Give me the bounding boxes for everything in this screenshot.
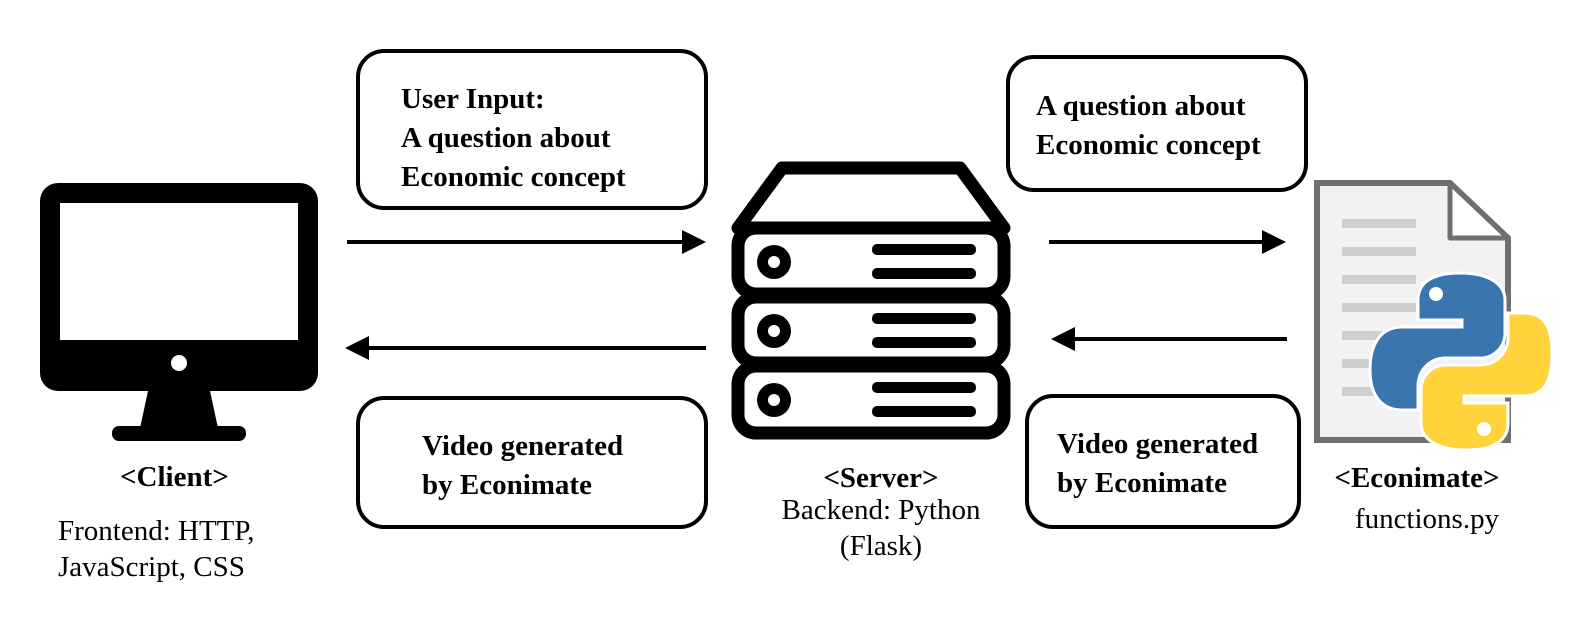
message-box-video-to-client: Video generated by Econimate — [356, 396, 708, 529]
python-logo-icon — [1368, 271, 1554, 452]
message-arrows — [345, 230, 1287, 360]
server-description: Backend: Python (Flask) — [751, 492, 1011, 564]
message-line: A question about — [401, 122, 611, 154]
server-desc-line: Backend: Python — [781, 494, 981, 526]
message-line: Economic concept — [401, 161, 626, 193]
message-box-user-input: User Input: A question about Economic co… — [356, 49, 708, 210]
server-rack-icon — [731, 161, 1011, 440]
client-description: Frontend: HTTP, JavaScript, CSS — [58, 513, 255, 585]
client-title: <Client> — [120, 461, 229, 493]
message-line: Video generated — [422, 430, 624, 462]
python-file-icon — [1314, 180, 1554, 452]
econimate-title: <Econimate> — [1334, 462, 1500, 494]
message-line: by Econimate — [1057, 467, 1227, 499]
message-line: Economic concept — [1036, 129, 1261, 161]
server-title: <Server> — [823, 462, 939, 494]
message-line: Video generated — [1057, 428, 1259, 460]
server-desc-line: (Flask) — [839, 530, 923, 562]
client-desc-line: JavaScript, CSS — [58, 551, 245, 583]
message-line: by Econimate — [422, 469, 592, 501]
desktop-monitor-icon — [40, 183, 318, 441]
message-line: User Input: — [401, 83, 545, 115]
message-line: A question about — [1036, 90, 1246, 122]
message-box-question: A question about Economic concept — [1006, 55, 1308, 192]
client-desc-line: Frontend: HTTP, — [58, 515, 255, 547]
econimate-description: functions.py — [1317, 501, 1537, 537]
message-box-video-from-econimate: Video generated by Econimate — [1025, 394, 1301, 529]
econimate-desc-line: functions.py — [1354, 503, 1500, 535]
